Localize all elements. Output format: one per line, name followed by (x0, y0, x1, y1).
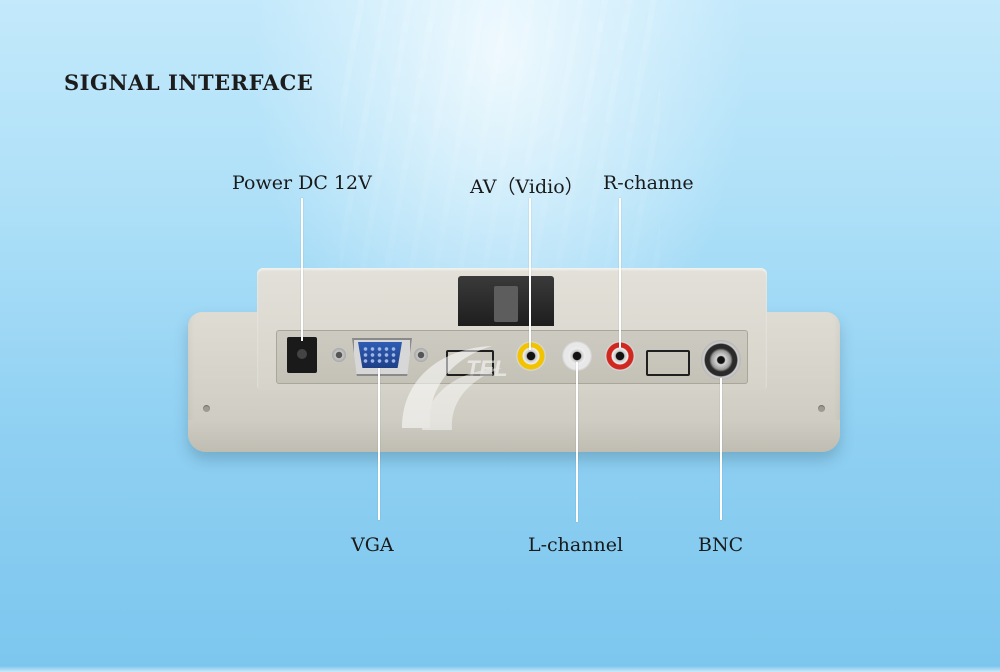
blank-cover (646, 350, 690, 376)
hdmi-cover (446, 350, 494, 376)
l-channel-label: L-channel (528, 534, 624, 556)
monitor-bottom-edge (188, 420, 840, 452)
bnc-label: BNC (698, 534, 744, 556)
av-rca-jack (516, 341, 546, 371)
screw-icon (203, 405, 210, 412)
l-channel-leader-line (576, 362, 578, 522)
r-channel-label: R-channe (603, 172, 694, 194)
vga-label: VGA (351, 534, 394, 556)
power-label: Power DC 12V (232, 172, 372, 194)
r-channel-leader-line (619, 198, 621, 348)
vga-screw-icon (414, 348, 428, 362)
dc-power-jack (287, 337, 317, 373)
mount-bracket-slot (494, 286, 518, 322)
page-title: SIGNAL INTERFACE (64, 70, 314, 95)
vga-pins (362, 346, 398, 364)
bnc-connector (701, 340, 741, 380)
av-leader-line (529, 198, 531, 350)
power-leader-line (301, 198, 303, 341)
av-label: AV（Vidio） (470, 176, 584, 198)
screw-icon (818, 405, 825, 412)
vga-screw-icon (332, 348, 346, 362)
bottom-highlight (0, 666, 1000, 672)
vga-leader-line (378, 368, 380, 520)
bnc-leader-line (720, 378, 722, 520)
